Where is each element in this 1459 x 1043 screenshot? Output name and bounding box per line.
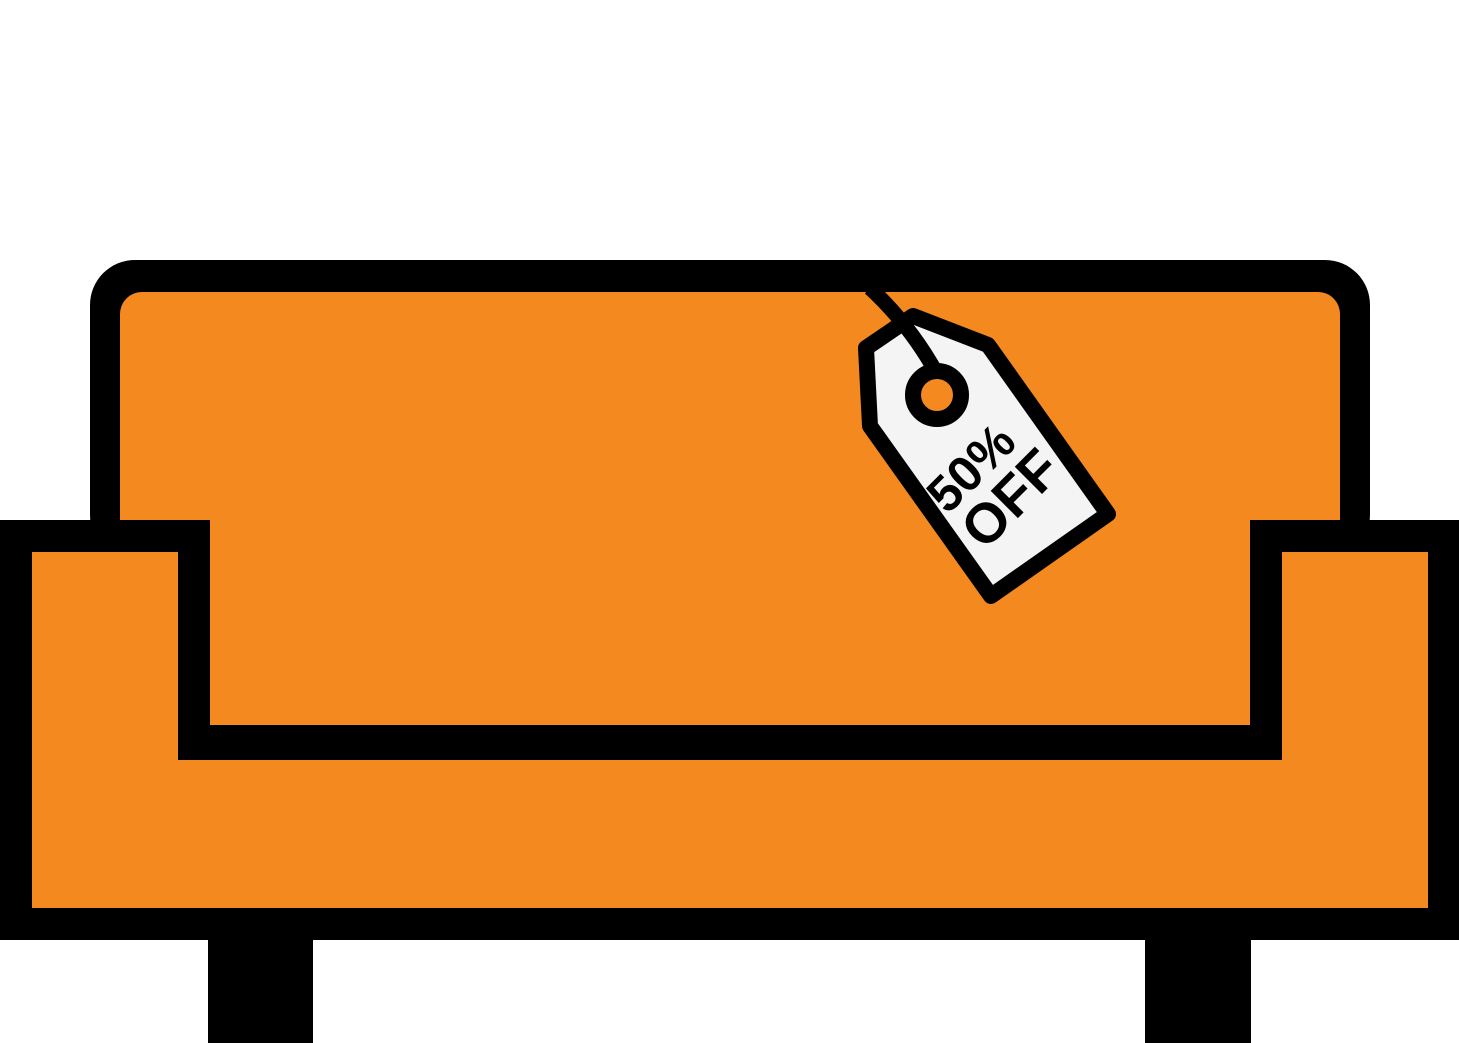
tag-hole-icon: [905, 363, 969, 427]
seat-base: [32, 760, 1428, 908]
left-leg: [208, 930, 313, 1043]
back-lower: [210, 500, 1250, 725]
sofa: [0, 260, 1459, 1043]
right-leg: [1145, 930, 1251, 1043]
price-tag: 50% OFF: [858, 282, 1116, 604]
